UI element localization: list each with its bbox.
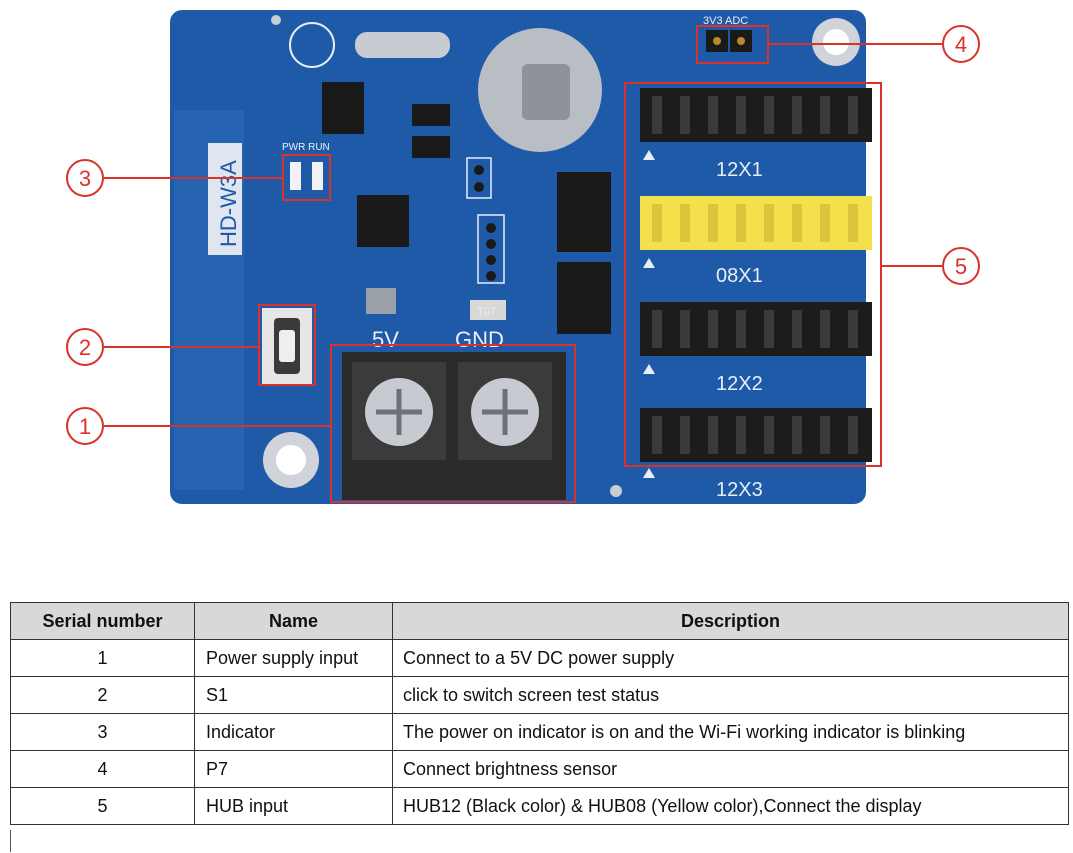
row-serial: 4 [10, 750, 195, 788]
row-description: Connect brightness sensor [392, 750, 1069, 788]
row-name: Indicator [194, 713, 393, 751]
row-description: click to switch screen test status [392, 676, 1069, 714]
silk-gnd: GND [455, 327, 504, 352]
hub12-header-2 [640, 302, 872, 356]
callout-number-5: 5 [955, 254, 967, 279]
callout-circle-3 [66, 159, 104, 197]
hub-headers: 12X1 08X1 12X2 12X3 [640, 88, 872, 501]
row-name: P7 [194, 750, 393, 788]
table-row: 5 HUB input HUB12 (Black color) & HUB08 … [10, 787, 1069, 825]
port-label-12x3: 12X3 [716, 479, 763, 501]
callout-number-2: 2 [79, 335, 91, 360]
callout-number-3: 3 [79, 166, 91, 191]
header-serial-number: Serial number [10, 602, 195, 640]
spec-table: Serial number Name Description 1 Power s… [10, 602, 1069, 825]
table-row: 3 Indicator The power on indicator is on… [10, 713, 1069, 751]
hub12-header-3 [640, 408, 872, 462]
row-serial: 5 [10, 787, 195, 825]
port-label-12x2: 12X2 [716, 373, 763, 395]
callout-circle-1 [66, 407, 104, 445]
callout-circle-2 [66, 328, 104, 366]
row-serial: 1 [10, 639, 195, 677]
row-description: The power on indicator is on and the Wi-… [392, 713, 1069, 751]
port-label-12x1: 12X1 [716, 159, 763, 181]
chip-mosfet [322, 82, 364, 134]
row-serial: 2 [10, 676, 195, 714]
indicator-led-pwr [290, 162, 301, 190]
hub08-header [640, 196, 872, 250]
crystal [355, 32, 450, 58]
row-name: HUB input [194, 787, 393, 825]
silk-3v3-adc: 3V3 ADC [703, 15, 748, 27]
callout-box-5 [624, 82, 882, 467]
row-serial: 3 [10, 713, 195, 751]
table-row: 2 S1 click to switch screen test status [10, 676, 1069, 714]
callout-number-4: 4 [955, 32, 967, 57]
header-description: Description [392, 602, 1069, 640]
callout-circle-5 [942, 247, 980, 285]
callout-box-2 [258, 304, 316, 386]
row-description: Connect to a 5V DC power supply [392, 639, 1069, 677]
header-name: Name [194, 602, 393, 640]
board-figure: T07 HD-W3A 3V3 ADC PWR RUN 5V GND [66, 10, 980, 504]
table-header-row: Serial number Name Description [10, 602, 1069, 640]
silk-pwr-run: PWR RUN [282, 142, 330, 153]
port-label-08x1: 08X1 [716, 265, 763, 287]
driver-chip-2 [557, 262, 611, 334]
table-edge-mark [10, 830, 11, 852]
row-description: HUB12 (Black color) & HUB08 (Yellow colo… [392, 787, 1069, 825]
silk-t07: T07 [477, 306, 496, 318]
row-name: S1 [194, 676, 393, 714]
silk-5v: 5V [372, 327, 399, 352]
driver-chip-1 [557, 172, 611, 252]
mcu-chip [357, 195, 409, 247]
hub12-header-1 [640, 88, 872, 142]
model-label: HD-W3A [216, 160, 241, 247]
callout-circle-4 [942, 25, 980, 63]
indicator-led-run [312, 162, 323, 190]
table-row: 4 P7 Connect brightness sensor [10, 750, 1069, 788]
table-row: 1 Power supply input Connect to a 5V DC … [10, 639, 1069, 677]
callout-number-1: 1 [79, 414, 91, 439]
callout-box-1 [330, 344, 576, 503]
row-name: Power supply input [194, 639, 393, 677]
